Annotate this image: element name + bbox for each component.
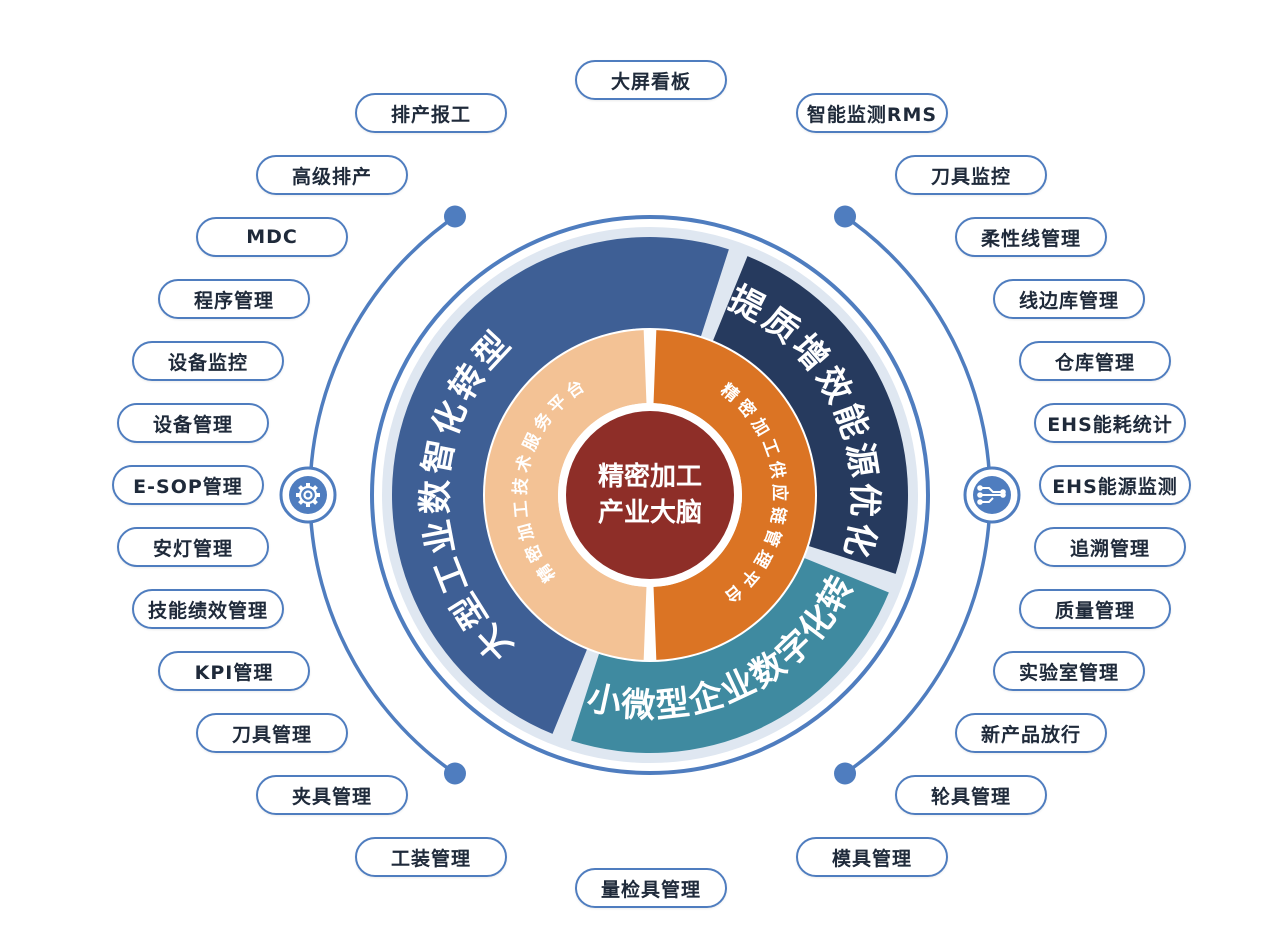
bracket-dot-right-upper xyxy=(834,205,857,228)
left-module-pill-4: 程序管理 xyxy=(158,279,310,319)
outer-segment-left xyxy=(392,236,729,734)
left-module-pill-12: 夹具管理 xyxy=(256,775,408,815)
center-circle xyxy=(566,411,734,579)
left-module-pill-9: 技能绩效管理 xyxy=(132,589,284,629)
right-module-pill-3: 柔性线管理 xyxy=(955,217,1107,257)
top-module-pill: 大屏看板 xyxy=(575,60,727,100)
bottom-module-pill: 量检具管理 xyxy=(575,868,727,908)
right-module-pill-9: 质量管理 xyxy=(1019,589,1171,629)
outer-segment-top xyxy=(712,256,908,574)
left-module-pill-1: 排产报工 xyxy=(355,93,507,133)
right-module-pill-8: 追溯管理 xyxy=(1034,527,1186,567)
left-module-pill-11: 刀具管理 xyxy=(196,713,348,753)
right-module-pill-12: 轮具管理 xyxy=(895,775,1047,815)
right-module-pill-1: 智能监测RMS xyxy=(796,93,948,133)
center-title-line1: 精密加工 xyxy=(598,461,702,492)
left-module-pill-3: MDC xyxy=(196,217,348,257)
left-module-pill-10: KPI管理 xyxy=(158,651,310,691)
right-module-pill-11: 新产品放行 xyxy=(955,713,1107,753)
inner-segment-left xyxy=(485,330,647,660)
left-module-pill-2: 高级排产 xyxy=(256,155,408,195)
right-module-pill-10: 实验室管理 xyxy=(993,651,1145,691)
left-module-pill-8: 安灯管理 xyxy=(117,527,269,567)
right-module-pill-2: 刀具监控 xyxy=(895,155,1047,195)
gear-icon xyxy=(296,483,320,507)
circuit-chip-icon xyxy=(977,485,1006,505)
right-module-pill-6: EHS能耗统计 xyxy=(1034,403,1186,443)
left-module-pill-13: 工装管理 xyxy=(355,837,507,877)
gear-icon-disc xyxy=(289,476,327,514)
right-module-pill-13: 模具管理 xyxy=(796,837,948,877)
bracket-dot-right-lower xyxy=(834,762,857,785)
center-title-line2: 产业大脑 xyxy=(598,498,702,528)
bracket-dot-left-upper xyxy=(443,205,466,228)
right-module-pill-4: 线边库管理 xyxy=(993,279,1145,319)
outer-segment-bottom xyxy=(571,557,889,753)
right-module-pill-7: EHS能源监测 xyxy=(1039,465,1191,505)
left-module-pill-6: 设备管理 xyxy=(117,403,269,443)
right-module-pill-5: 仓库管理 xyxy=(1019,341,1171,381)
inner-segment-right xyxy=(653,330,815,660)
bracket-dot-left-lower xyxy=(443,762,466,785)
left-module-pill-5: 设备监控 xyxy=(132,341,284,381)
left-module-pill-7: E-SOP管理 xyxy=(112,465,264,505)
